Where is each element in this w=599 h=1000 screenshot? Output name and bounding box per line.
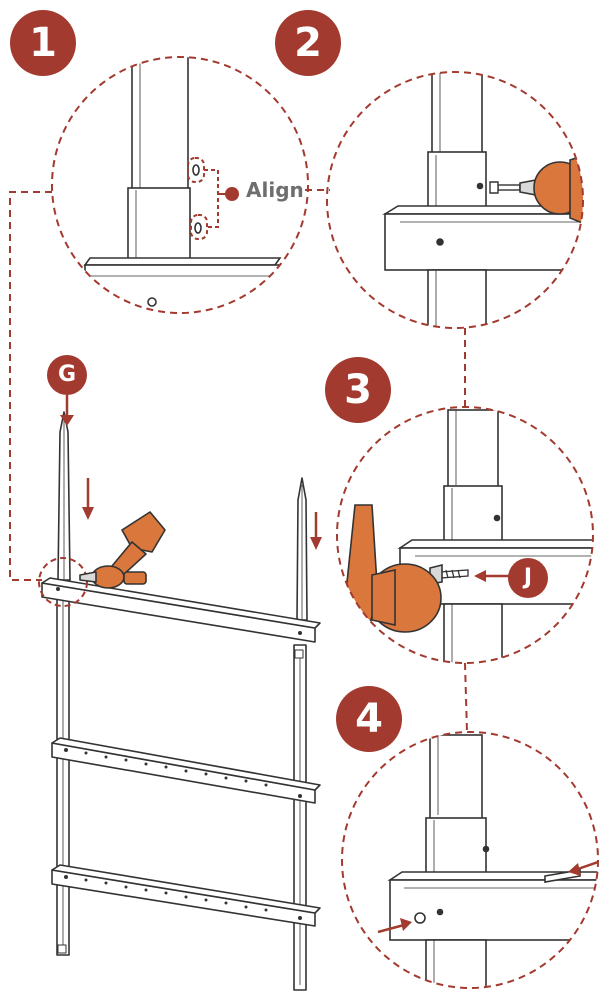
arrow-icon — [310, 512, 322, 550]
drill-icon — [339, 504, 443, 651]
part-j-badge: J — [508, 558, 548, 598]
detail-step-4 — [387, 734, 598, 988]
drill-icon — [79, 511, 166, 589]
step-4-badge: 4 — [336, 686, 402, 752]
screw-icon — [439, 569, 469, 579]
detail-step-3 — [397, 409, 593, 663]
part-g-badge: G — [47, 355, 87, 395]
detail-circle-1 — [51, 56, 309, 314]
detail-marker — [38, 557, 88, 607]
rail-holes — [56, 587, 302, 920]
step-3-badge: 3 — [325, 357, 391, 423]
callout-connectors — [9, 189, 468, 733]
detail-circle-4 — [341, 731, 599, 989]
detail-circle-3 — [336, 406, 594, 664]
detail-circle-2 — [326, 71, 584, 329]
screw-icon — [489, 181, 521, 194]
align-label: Align — [246, 178, 304, 202]
frame-assembly — [41, 411, 321, 991]
align-dot — [225, 187, 239, 201]
drill-icon — [519, 148, 583, 232]
arrow-icon — [474, 570, 510, 582]
arrow-icon — [568, 860, 598, 876]
arrow-icon — [82, 478, 94, 520]
arrow-icon — [377, 918, 412, 934]
step-1-badge: 1 — [10, 10, 76, 76]
step-2-badge: 2 — [275, 10, 341, 76]
arrow-icon — [60, 395, 74, 426]
